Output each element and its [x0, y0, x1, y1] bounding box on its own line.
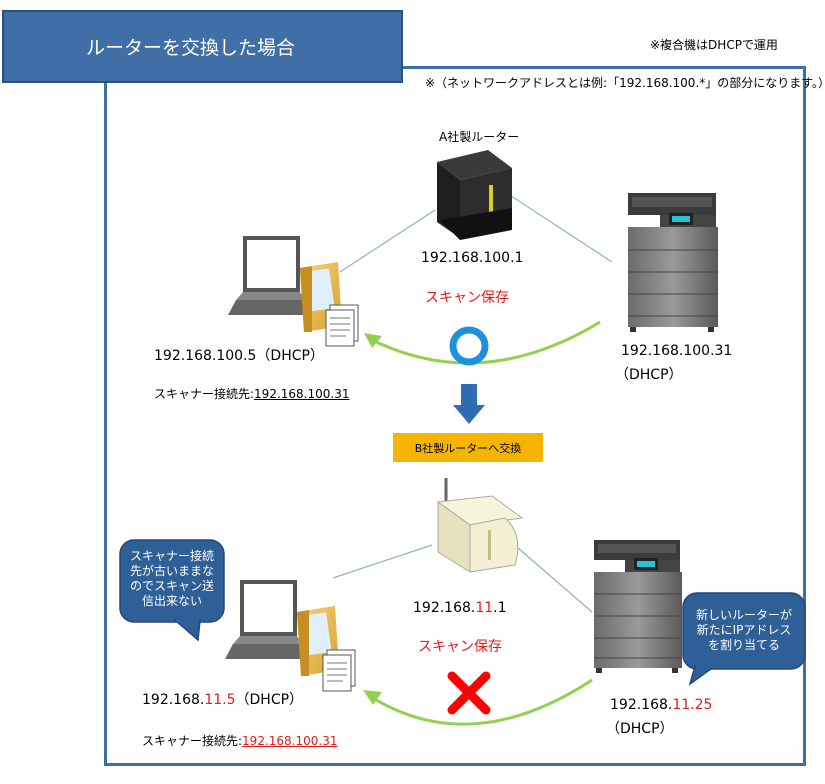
down-arrow-icon: [453, 384, 485, 424]
printer-ip-bottom-prefix: 192.168.: [610, 697, 673, 713]
scan-arrow-top: [367, 320, 601, 365]
documents-icon-bottom: [322, 649, 356, 692]
link-pc-router-bottom: [332, 544, 433, 579]
router-b-ip-prefix: 192.168.: [413, 600, 476, 616]
pc-ip-top: 192.168.100.5（DHCP）: [154, 348, 324, 364]
scan-arrow-head-bottom: [363, 690, 382, 705]
note-dhcp: ※複合機はDHCPで運用: [650, 38, 778, 52]
scanner-dest-value: 192.168.100.31: [254, 387, 350, 401]
scanner-dest-label-bottom: スキャナー接続先:: [142, 734, 243, 748]
bubble-right-line: 新しいルーターが: [695, 608, 792, 622]
scanner-dest-label: スキャナー接続先:: [154, 387, 255, 401]
bubble-right-line: 新たにIPアドレス: [696, 623, 792, 637]
bubble-left-line: スキャナー接続: [129, 549, 214, 563]
printer-dhcp-top: （DHCP）: [615, 367, 683, 383]
bubble-right-line: を割り当てる: [707, 638, 780, 652]
pc-ip-bottom: 192.168.11.5（DHCP）: [142, 689, 303, 709]
scan-arrow-bottom: [367, 678, 593, 726]
pc-ip-bottom-suffix: （DHCP）: [235, 692, 304, 708]
exchange-banner-label: B社製ルーターへ交換: [414, 441, 522, 455]
speech-bubble-left-text: スキャナー接続 先が古いままな のでスキャン送 信出来ない: [124, 549, 220, 609]
router-a-ip: 192.168.100.1: [421, 250, 524, 266]
link-pc-router-top: [339, 209, 436, 273]
link-router-printer-bottom: [517, 547, 593, 613]
printer-icon-bottom: [594, 540, 682, 673]
scan-save-label-bottom: スキャン保存: [418, 639, 502, 655]
printer-ip-bottom: 192.168.11.25: [610, 697, 712, 713]
printer-ip-bottom-highlight: 11.25: [672, 697, 713, 713]
speech-bubble-left: [119, 539, 225, 642]
bubble-left-line: のでスキャン送: [129, 579, 214, 593]
scan-save-label-top: スキャン保存: [425, 290, 509, 306]
printer-icon-top: [628, 193, 718, 332]
laptop-icon-bottom: [225, 580, 307, 659]
note-network-address: ※（ネットワークアドレスとは例:「192.168.100.*」の部分になります。…: [425, 76, 825, 90]
printer-dhcp-bottom: （DHCP）: [606, 721, 674, 737]
router-b-icon: [436, 478, 524, 573]
pc-ip-bottom-highlight: 11.5: [204, 692, 236, 708]
scanner-destination-bottom: スキャナー接続先:192.168.100.31: [142, 732, 337, 749]
page-title: ルーターを交換した場合: [86, 37, 296, 59]
router-b-ip: 192.168.11.1: [413, 600, 507, 616]
scanner-destination-top: スキャナー接続先:192.168.100.31: [154, 385, 349, 402]
diagram-frame: [104, 66, 806, 766]
title-box: ルーターを交換した場合: [2, 10, 403, 83]
scan-arrow-head-top: [364, 333, 382, 348]
pc-ip-bottom-prefix: 192.168.: [142, 692, 205, 708]
documents-icon-top: [325, 304, 359, 347]
exchange-banner: B社製ルーターへ交換: [393, 433, 543, 462]
router-a-label: A社製ルーター: [439, 130, 520, 144]
ng-cross-icon: [447, 671, 491, 715]
scanner-dest-value-bottom: 192.168.100.31: [242, 734, 338, 748]
router-b-ip-suffix: .1: [493, 600, 507, 616]
router-b-ip-highlight: 11: [475, 600, 494, 616]
bubble-left-line: 信出来ない: [141, 594, 202, 608]
speech-bubble-right-text: 新しいルーターが 新たにIPアドレス を割り当てる: [686, 608, 802, 653]
printer-ip-top: 192.168.100.31: [621, 343, 733, 359]
bubble-left-line: 先が古いままな: [129, 564, 214, 578]
laptop-icon-top: [228, 236, 310, 315]
speech-bubble-right: [682, 592, 806, 686]
ok-circle-icon: [449, 326, 489, 366]
router-a-icon: [437, 150, 512, 240]
link-router-printer-top: [504, 191, 613, 263]
